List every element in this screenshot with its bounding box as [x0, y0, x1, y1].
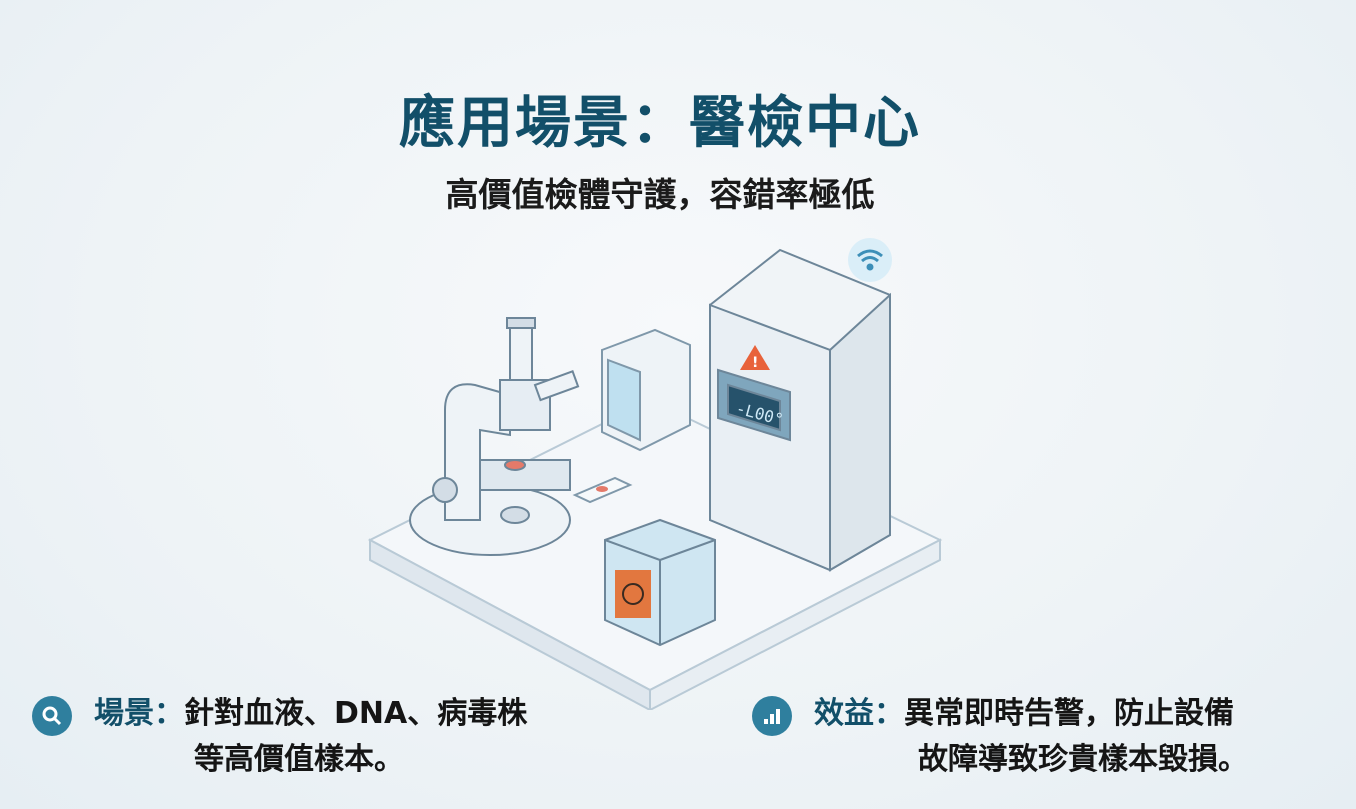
warning-icon [740, 345, 770, 370]
biohazard-bin [604, 518, 716, 647]
benefit-label: 效益： [814, 696, 904, 731]
sample-cabinet [601, 328, 691, 452]
ultra-low-freezer: -L00° ! [709, 238, 892, 572]
page-title: 應用場景：醫檢中心 [399, 91, 921, 156]
search-icon [32, 696, 72, 736]
benefit-text-line2: 故障導致珍貴樣本毀損。 [918, 742, 1248, 777]
svg-text:!: ! [752, 355, 758, 371]
biohazard-icon [615, 570, 651, 618]
page-subtitle: 高價值檢體守護，容錯率極低 [445, 175, 875, 214]
wifi-icon [848, 238, 892, 282]
scenario-text-line1: 針對血液、DNA、病毒株 [184, 696, 528, 731]
microscope-illustration [409, 317, 580, 556]
scenario-label: 場景： [94, 696, 184, 731]
bar-chart-icon [752, 696, 792, 736]
lab-illustration: -L00° ! [367, 238, 943, 710]
scenario-text-line2: 等高價值樣本。 [194, 742, 404, 777]
benefit-text-line1: 異常即時告警，防止設備 [904, 696, 1234, 731]
sample-slide [572, 476, 633, 504]
